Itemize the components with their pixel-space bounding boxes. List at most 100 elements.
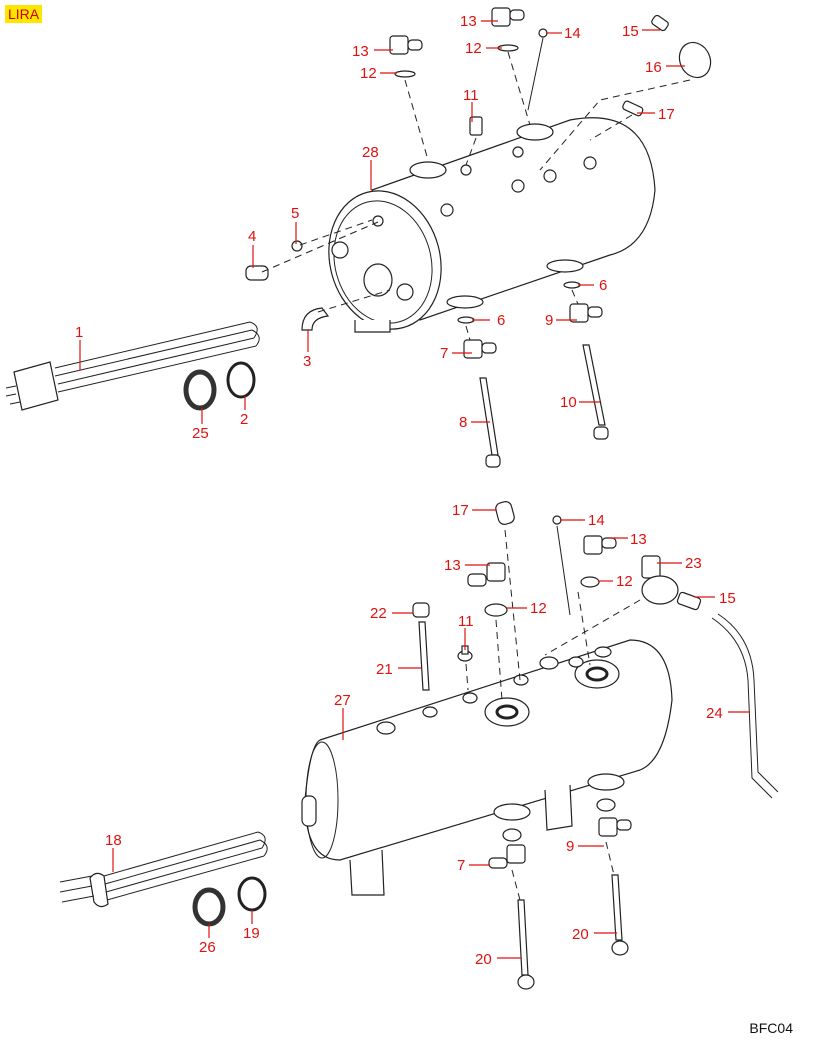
callout-28: 28 <box>362 144 379 190</box>
tee-fitting-9-lower <box>598 817 632 837</box>
gasket-2 <box>226 361 256 399</box>
svg-text:6: 6 <box>497 312 505 329</box>
callout-23: 23 <box>657 555 702 572</box>
svg-text:17: 17 <box>452 502 469 519</box>
callout-11-lower: 11 <box>458 613 474 650</box>
svg-text:15: 15 <box>622 23 639 40</box>
callout-9: 9 <box>545 312 577 329</box>
washer-lower-9 <box>596 798 616 812</box>
svg-text:14: 14 <box>564 25 581 42</box>
svg-text:16: 16 <box>645 59 662 76</box>
callout-3: 3 <box>303 330 311 370</box>
elbow-fitting-3 <box>301 307 330 331</box>
callout-13-b: 13 <box>460 13 498 30</box>
callout-13-d: 13 <box>444 557 490 574</box>
callout-6-b: 6 <box>578 277 607 294</box>
elbow-fitting-4 <box>245 265 269 281</box>
svg-text:22: 22 <box>370 605 387 622</box>
svg-text:14: 14 <box>588 512 605 529</box>
svg-text:10: 10 <box>560 394 577 411</box>
svg-text:3: 3 <box>303 353 311 370</box>
hose-24 <box>711 613 779 799</box>
washer-lower-7 <box>502 828 522 842</box>
callout-12-b: 12 <box>465 40 502 57</box>
elbow-fitting-13-d <box>467 562 506 587</box>
callout-14-lower: 14 <box>560 512 605 529</box>
svg-text:9: 9 <box>566 838 574 855</box>
callout-25: 25 <box>192 408 209 442</box>
callout-22: 22 <box>370 605 413 622</box>
callout-13-a: 13 <box>352 43 393 60</box>
svg-text:15: 15 <box>719 590 736 607</box>
svg-text:23: 23 <box>685 555 702 572</box>
callout-19: 19 <box>243 910 260 942</box>
drawing-code: BFC04 <box>749 1020 793 1036</box>
callout-26: 26 <box>199 924 216 956</box>
svg-text:20: 20 <box>572 926 589 943</box>
callout-11: 11 <box>463 87 479 122</box>
svg-text:20: 20 <box>475 951 492 968</box>
callout-2: 2 <box>240 396 248 428</box>
callout-12-d: 12 <box>507 600 547 617</box>
callout-21: 21 <box>376 661 421 678</box>
fitting-15 <box>651 14 669 32</box>
plug-5 <box>291 240 303 252</box>
elbow-fitting-13-c <box>583 535 617 555</box>
gasket-26 <box>192 887 226 927</box>
callout-15: 15 <box>622 23 660 40</box>
svg-text:11: 11 <box>458 613 474 630</box>
heating-element-1 <box>5 321 260 411</box>
svg-text:13: 13 <box>460 13 477 30</box>
callout-5: 5 <box>291 205 299 244</box>
gasket-25 <box>183 369 217 411</box>
plug-22 <box>412 602 430 618</box>
callout-24: 24 <box>706 705 750 722</box>
lower-boiler-assembly <box>59 501 779 990</box>
washer-12-c <box>580 576 600 588</box>
callout-18: 18 <box>105 832 122 872</box>
callout-4: 4 <box>248 228 256 268</box>
probe-14 <box>527 28 548 111</box>
callout-17: 17 <box>637 106 675 123</box>
washer-12-d <box>484 603 508 617</box>
svg-text:21: 21 <box>376 661 393 678</box>
callout-27: 27 <box>334 692 351 740</box>
svg-text:28: 28 <box>362 144 379 161</box>
callouts: 13 12 13 12 14 15 16 17 11 28 5 4 3 1 25… <box>75 13 750 968</box>
callout-7: 7 <box>440 345 472 362</box>
callout-14: 14 <box>546 25 581 42</box>
svg-text:17: 17 <box>658 106 675 123</box>
svg-text:11: 11 <box>463 87 479 104</box>
boiler-28 <box>328 117 656 333</box>
svg-text:9: 9 <box>545 312 553 329</box>
svg-text:4: 4 <box>248 228 256 245</box>
svg-text:7: 7 <box>457 857 465 874</box>
washer-6-a <box>457 316 475 324</box>
washer-6-b <box>563 281 581 289</box>
tube-20-a <box>517 899 535 990</box>
valve-23 <box>641 555 679 605</box>
callout-1: 1 <box>75 324 83 370</box>
callout-13-c: 13 <box>610 531 647 548</box>
svg-text:27: 27 <box>334 692 351 709</box>
elbow-fitting-13-b <box>491 7 525 27</box>
elbow-fitting-13-a <box>389 35 423 55</box>
svg-text:6: 6 <box>599 277 607 294</box>
tee-fitting-7 <box>463 339 497 359</box>
callout-7-lower: 7 <box>457 857 490 874</box>
tube-10 <box>582 344 609 440</box>
svg-text:25: 25 <box>192 425 209 442</box>
fitting-17 <box>622 100 644 117</box>
svg-text:2: 2 <box>240 411 248 428</box>
svg-text:13: 13 <box>352 43 369 60</box>
callout-6-a: 6 <box>472 312 505 329</box>
callout-12-c: 12 <box>598 573 633 590</box>
gasket-19 <box>237 876 267 912</box>
svg-text:8: 8 <box>459 414 467 431</box>
callout-17-lower: 17 <box>452 502 497 519</box>
svg-text:12: 12 <box>360 65 377 82</box>
callout-12-a: 12 <box>360 65 397 82</box>
boiler-27 <box>301 639 673 896</box>
svg-text:13: 13 <box>444 557 461 574</box>
